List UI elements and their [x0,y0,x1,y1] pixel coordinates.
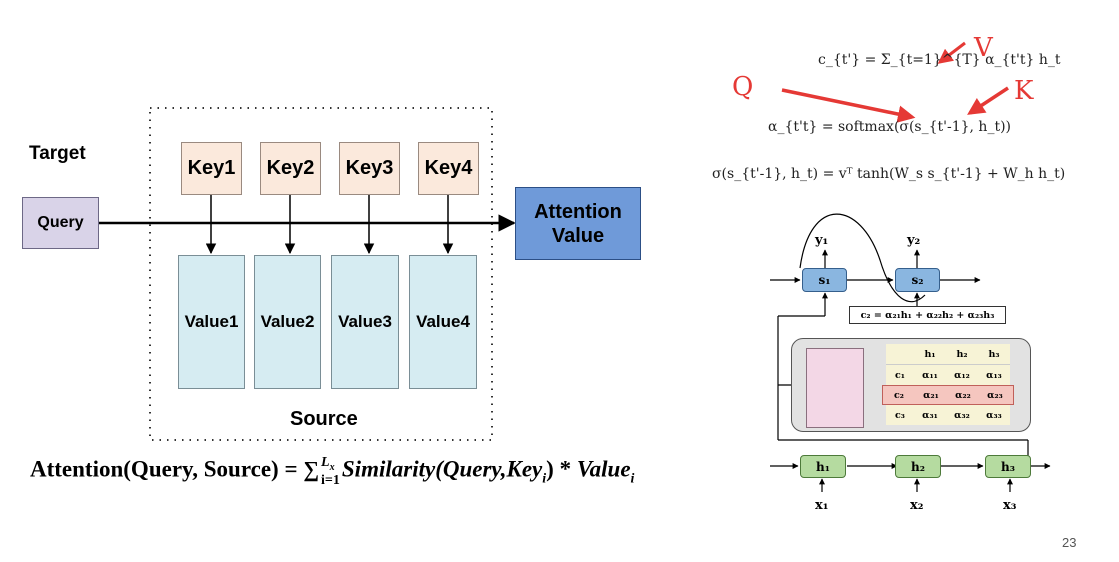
formula-value: Value [576,456,631,482]
sum-upper-sub: x [329,461,335,473]
value3-label: Value3 [338,312,392,331]
formula-value-sub: i [630,471,635,487]
key1-box: Key1 [181,142,242,195]
x2-label: x₂ [910,498,924,513]
value4-label: Value4 [416,312,470,331]
sum-lower: i=1 [321,472,340,488]
key4-box: Key4 [418,142,479,195]
value1-label: Value1 [184,312,239,331]
h3-box: h₃ [985,455,1031,478]
context-formula-box: c₂ = α₂₁h₁ + α₂₂h₂ + α₂₃h₃ [849,306,1006,324]
neural-net-box [806,348,864,428]
grid-h2: h₂ [956,348,968,360]
attention-value-box: Attention Value [515,187,641,260]
key3-label: Key3 [345,157,394,179]
v-red-arrow [937,41,966,64]
equation-alpha: α_{t't} = softmax(σ(s_{t'-1}, h_t)) [768,119,1011,135]
grid-cell: α₃₃ [986,409,1002,421]
alignment-grid: h₁ h₂ h₃ c₁ α₁₁ α₁₂ α₁₃ c₂ α₂₁ α₂₂ α₂₃ c… [882,344,1014,425]
x3-label: x₃ [1003,498,1017,513]
formula-lhs: Attention(Query, Source) = [30,456,304,482]
value2-box: Value2 [254,255,321,389]
grid-cell: α₁₂ [954,369,970,381]
value2-label: Value2 [260,312,315,331]
equation-sigma: σ(s_{t'-1}, h_t) = vᵀ tanh(W_s s_{t'-1} … [712,166,1066,182]
grid-cell: α₁₃ [986,369,1002,381]
formula-similarity: Similarity [341,456,436,482]
query-label: Query [37,214,84,231]
y2-label: y₂ [907,233,921,248]
value3-box: Value3 [331,255,399,389]
grid-c3: c₃ [895,409,905,421]
h3-label: h₃ [1001,459,1015,474]
k-annotation: K [1014,76,1034,106]
key2-label: Key2 [266,157,315,179]
s1-box: s₁ [802,268,847,292]
h2-box: h₂ [895,455,941,478]
grid-h3: h₃ [988,348,1000,360]
h2-label: h₂ [911,459,925,474]
grid-cell: α₃₂ [954,409,970,421]
key2-box: Key2 [260,142,321,195]
key3-box: Key3 [339,142,400,195]
s1-label: s₁ [818,273,831,287]
target-label: Target [29,143,86,164]
grid-cell: α₃₁ [922,409,938,421]
formula-args: (Query,Key [435,456,543,482]
h1-label: h₁ [816,459,830,474]
q-red-arrow [781,88,916,123]
s2-box: s₂ [895,268,940,292]
page-number: 23 [1062,535,1077,550]
context-formula: c₂ = α₂₁h₁ + α₂₂h₂ + α₂₃h₃ [860,309,995,321]
attention-label: Attention [534,200,622,223]
sum-upper: L [321,455,330,470]
value-label: Value [551,224,605,247]
query-box: Query [22,197,99,249]
q-annotation: Q [732,72,754,102]
key1-label: Key1 [187,157,236,179]
key4-label: Key4 [424,157,473,179]
value4-box: Value4 [409,255,477,389]
grid-cell: α₂₁ [923,389,939,401]
grid-h1: h₁ [924,348,936,360]
grid-cell: α₁₁ [922,369,938,381]
formula-key-sub: i [542,471,547,487]
h1-box: h₁ [800,455,846,478]
formula-close: ) * [546,456,577,482]
equation-context: c_{t'} = Σ_{t=1}^{T} α_{t't} h_t [818,52,1061,68]
grid-c1: c₁ [895,369,905,381]
s2-label: s₂ [911,273,924,287]
value1-box: Value1 [178,255,245,389]
k-red-arrow [967,86,1009,115]
grid-c2: c₂ [894,389,904,401]
source-label: Source [290,408,358,430]
sum-symbol: ∑ [303,456,320,482]
grid-cell: α₂₂ [955,389,971,401]
x1-label: x₁ [815,498,829,513]
grid-cell: α₂₃ [987,389,1003,401]
v-annotation: V [974,33,993,63]
y1-label: y₁ [815,233,829,248]
